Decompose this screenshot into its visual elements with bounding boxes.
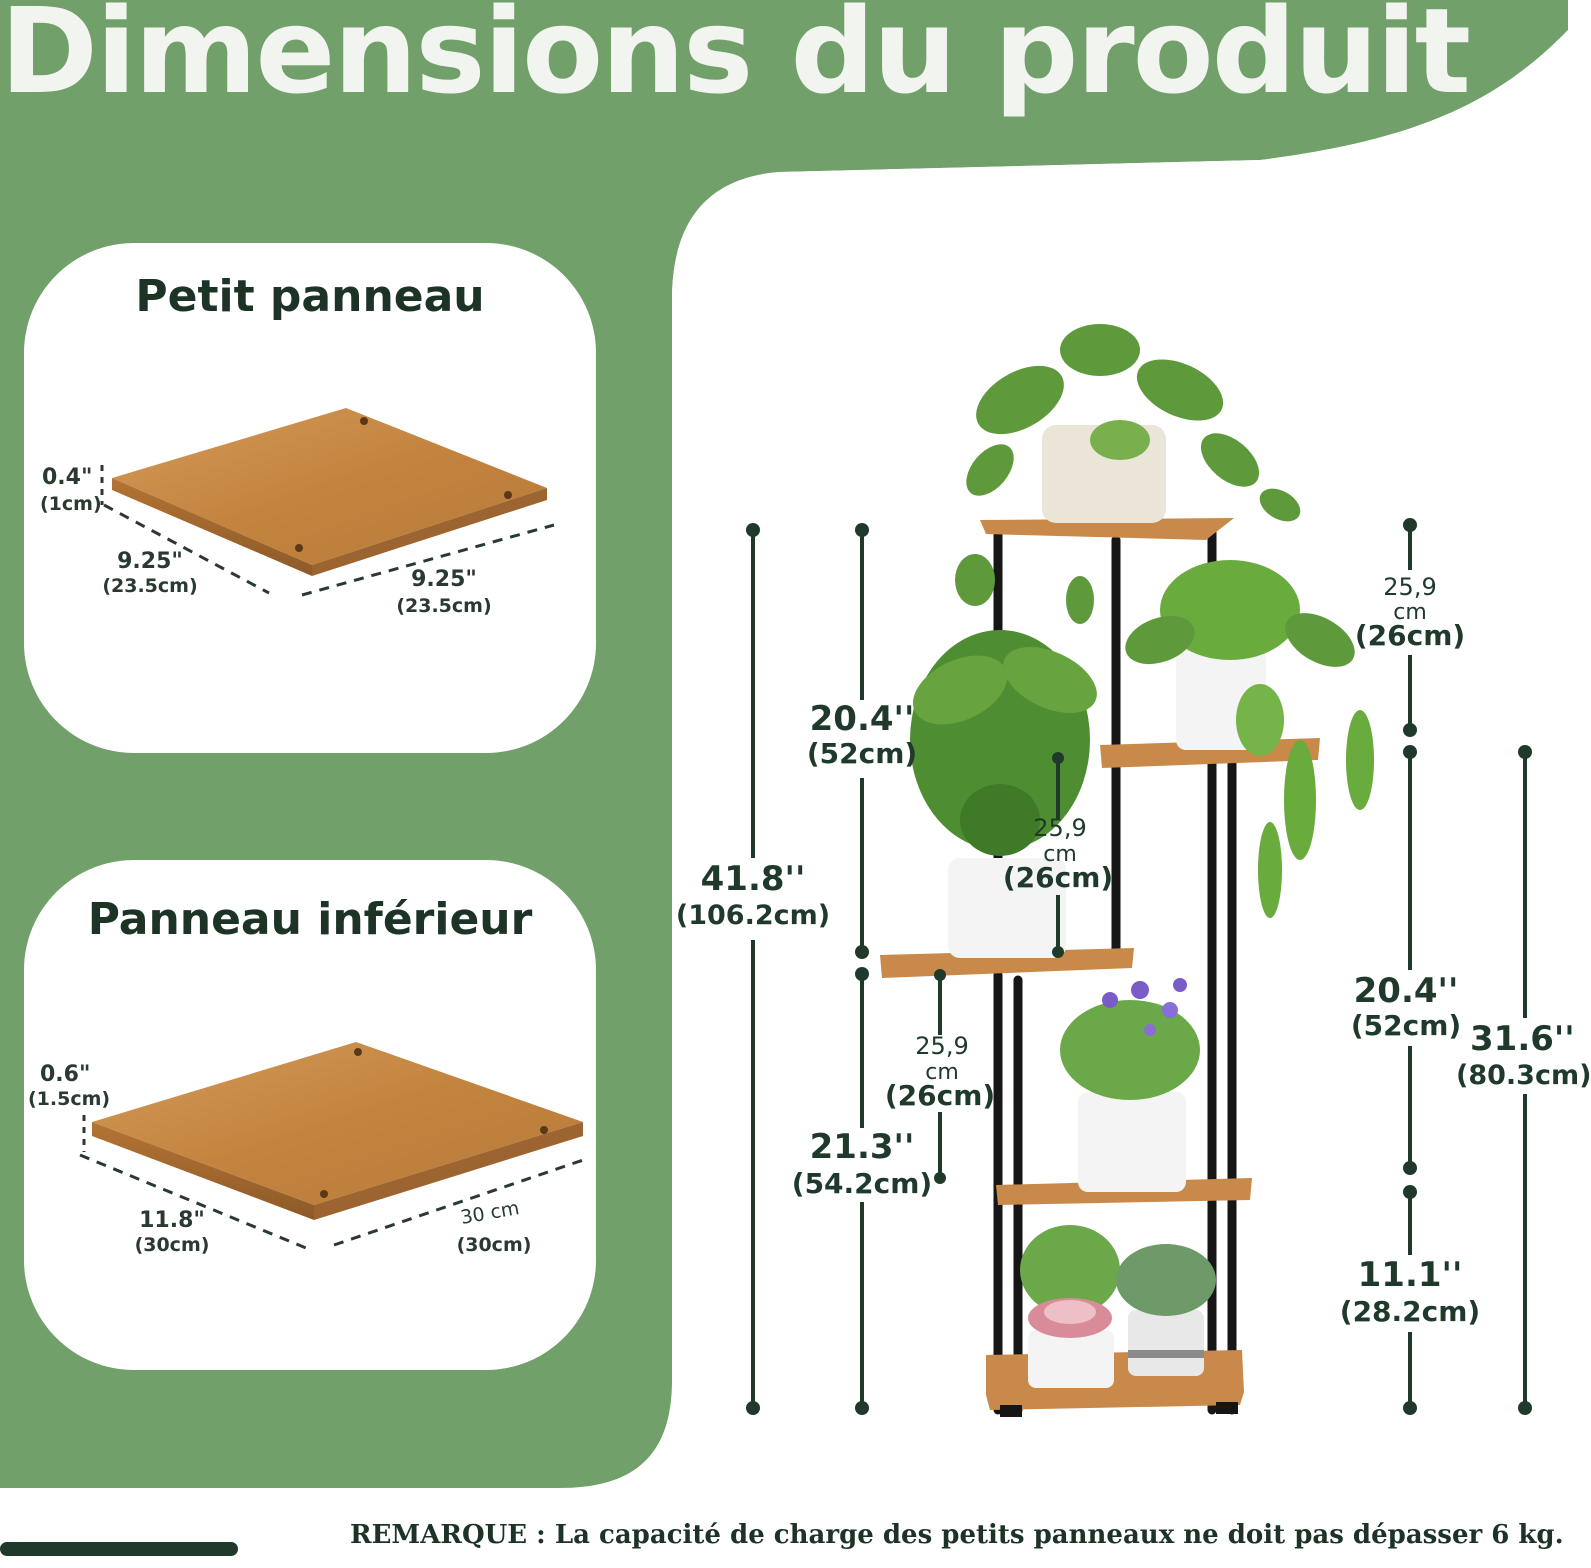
small-width-line [301,523,555,597]
bottom-thickness-cm: (1.5cm) [28,1088,111,1110]
small-thickness-cm: (1cm) [40,493,102,515]
small-depth-in: 9.25" [117,549,183,574]
gap-top-value: 25,9 [1383,573,1437,601]
right-total-height-in: 31.6'' [1470,1019,1575,1059]
right-total-height-cm: (80.3cm) [1456,1060,1591,1091]
bottom-board-edge-right [314,1122,583,1220]
total-height-in: 41.8'' [700,859,806,899]
bottom-depth-line [79,1153,307,1250]
upper-left-height-in: 20.4'' [809,699,915,739]
gap-low-value: 25,9 [915,1032,969,1060]
small-panel-illustration [100,408,555,597]
gap-low-unit: cm [925,1060,959,1085]
bottom-width-line [333,1156,590,1247]
small-width-cm: (23.5cm) [396,595,492,617]
bottom-depth-cm: (30cm) [134,1234,210,1256]
gap-mid-unit: cm [1043,842,1077,867]
small-depth-line [103,503,270,595]
bottom-width-cm: (30cm) [456,1234,532,1256]
bottom-thickness-in: 0.6" [40,1062,91,1087]
gap-top-unit: cm [1393,600,1427,625]
plant-foliage [910,324,1374,1338]
dimension-lines [751,525,1527,1408]
bottom-depth-in: 11.8" [139,1208,205,1233]
bottom-panel-card: Panneau inférieur 0.6" (1.5cm) 11.8" (30… [24,860,596,1370]
right-low-height-cm: (28.2cm) [1339,1295,1481,1328]
right-mid-height-in: 20.4'' [1353,971,1459,1011]
gap-low-cm: (26cm) [884,1079,996,1112]
accent-bar [0,1542,238,1556]
gap-mid-cm: (26cm) [1002,861,1114,894]
gap-mid-value: 25,9 [1033,814,1087,842]
load-capacity-note: REMARQUE : La capacité de charge des pet… [350,1520,1564,1550]
dimension-endpoints [746,518,1532,1415]
gap-top-cm: (26cm) [1354,619,1466,652]
small-thickness-in: 0.4" [42,465,93,490]
lower-left-height-cm: (54.2cm) [791,1167,933,1200]
upper-left-height-cm: (52cm) [806,737,918,770]
bottom-board-edge-left [92,1122,314,1220]
bottom-panel-illustration [79,1042,590,1250]
small-panel-title: Petit panneau [135,271,485,322]
right-mid-height-cm: (52cm) [1350,1009,1462,1042]
total-height-cm: (106.2cm) [675,900,831,931]
small-depth-cm: (23.5cm) [102,575,198,597]
small-panel-card: Petit panneau 0.4" (1cm) 9.25" (23.5cm) … [24,243,596,753]
small-width-in: 9.25" [411,567,477,592]
bottom-panel-title: Panneau inférieur [87,894,533,945]
right-low-height-in: 11.1'' [1357,1255,1463,1295]
lower-left-height-in: 21.3'' [809,1127,915,1167]
small-board-top [112,408,547,565]
small-board-edge-left [112,478,312,576]
page-title: Dimensions du produit [0,0,1471,120]
small-board-edge-right [312,488,547,576]
bottom-board-top [92,1042,583,1205]
